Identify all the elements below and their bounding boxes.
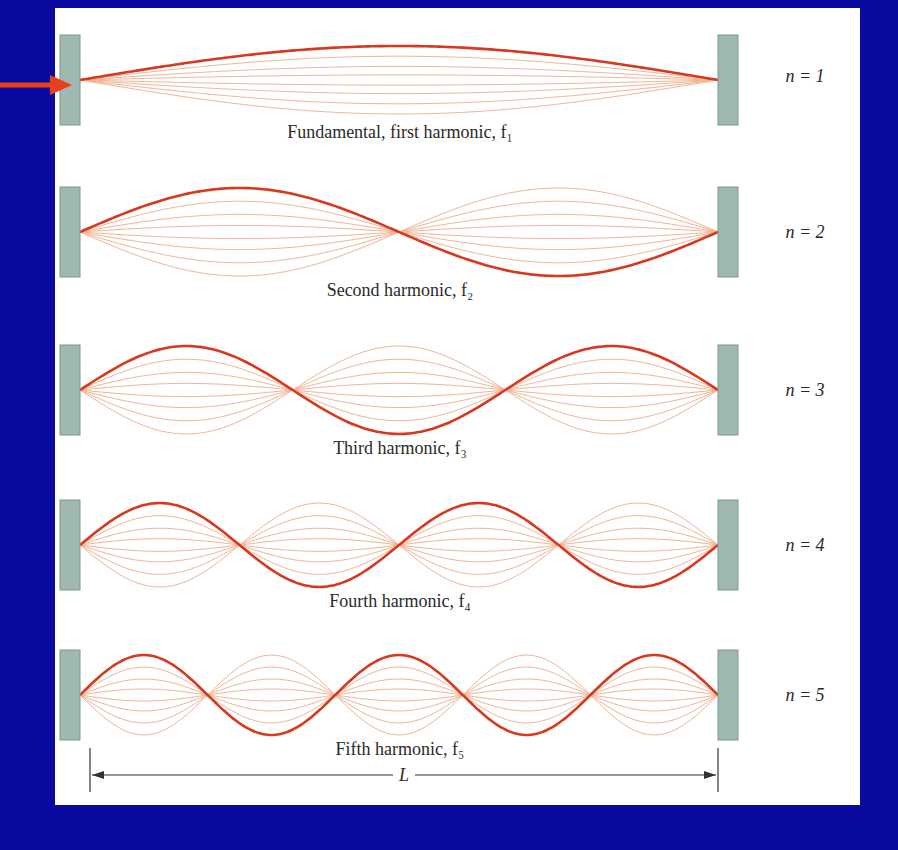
wave-envelope — [80, 80, 718, 85]
wave-envelope — [80, 503, 718, 587]
fixed-wall — [718, 650, 738, 740]
wave-curve — [80, 188, 718, 276]
string-mode — [60, 187, 738, 277]
wave-envelope — [80, 372, 718, 407]
fixed-wall — [718, 345, 738, 435]
dimension-arrowhead — [92, 771, 104, 779]
fixed-wall — [718, 500, 738, 590]
white-panel — [55, 8, 860, 805]
wave-envelope — [80, 679, 718, 711]
pointer-head — [50, 75, 72, 95]
fixed-wall — [60, 345, 80, 435]
harmonic-caption: Third harmonic, f₃ — [333, 438, 467, 459]
wave-envelope — [80, 503, 718, 587]
mode-number: n = 1 — [785, 66, 824, 87]
harmonic-caption: Fundamental, first harmonic, f₁ — [287, 122, 513, 143]
wave-envelope — [80, 667, 718, 723]
fixed-wall — [718, 187, 738, 277]
wave-envelope — [80, 66, 718, 80]
mode-number: n = 5 — [785, 685, 824, 706]
wave-envelope — [80, 359, 718, 421]
wave-envelope — [80, 655, 718, 735]
harmonic-caption: Fifth harmonic, f₅ — [336, 739, 465, 760]
wave-envelope — [80, 346, 718, 434]
wave-envelope — [80, 56, 718, 80]
wave-envelope — [80, 655, 718, 735]
string-mode — [60, 35, 738, 125]
dimension-tick — [717, 748, 718, 792]
wave-envelope — [80, 679, 718, 711]
wave-curve — [80, 46, 718, 80]
wave-envelope — [80, 80, 718, 94]
harmonic-caption: Fourth harmonic, f₄ — [329, 591, 471, 612]
dimension-tick — [89, 748, 90, 792]
wave-curve — [80, 346, 718, 434]
wave-envelope — [80, 359, 718, 421]
wave-envelope — [80, 80, 718, 104]
wave-envelope — [80, 188, 718, 276]
harmonic-caption: Second harmonic, f₂ — [327, 280, 474, 301]
string-mode — [60, 345, 738, 435]
mode-number: n = 3 — [785, 380, 824, 401]
dimension-arrowhead — [704, 771, 716, 779]
mode-number: n = 2 — [785, 222, 824, 243]
pointer-shaft — [0, 83, 52, 88]
wave-envelope — [80, 46, 718, 80]
wave-envelope — [80, 383, 718, 396]
wave-envelope — [80, 667, 718, 723]
wave-envelope — [80, 80, 718, 114]
length-label: L — [393, 765, 415, 786]
mode-number: n = 4 — [785, 535, 824, 556]
wave-envelope — [80, 346, 718, 434]
string-mode — [60, 650, 738, 740]
wave-envelope — [80, 75, 718, 80]
wave-envelope — [80, 689, 718, 701]
standing-waves — [60, 35, 738, 740]
wave-envelope — [80, 383, 718, 396]
string-mode — [60, 500, 738, 590]
fixed-wall — [60, 500, 80, 590]
fixed-wall — [60, 187, 80, 277]
wave-envelope — [80, 188, 718, 276]
pointer-arrow — [0, 75, 72, 95]
wave-envelope — [80, 372, 718, 407]
wave-envelope — [80, 689, 718, 701]
wave-curve — [80, 655, 718, 735]
fixed-wall — [718, 35, 738, 125]
wave-curve — [80, 503, 718, 587]
fixed-wall — [60, 650, 80, 740]
fixed-wall — [60, 35, 80, 125]
